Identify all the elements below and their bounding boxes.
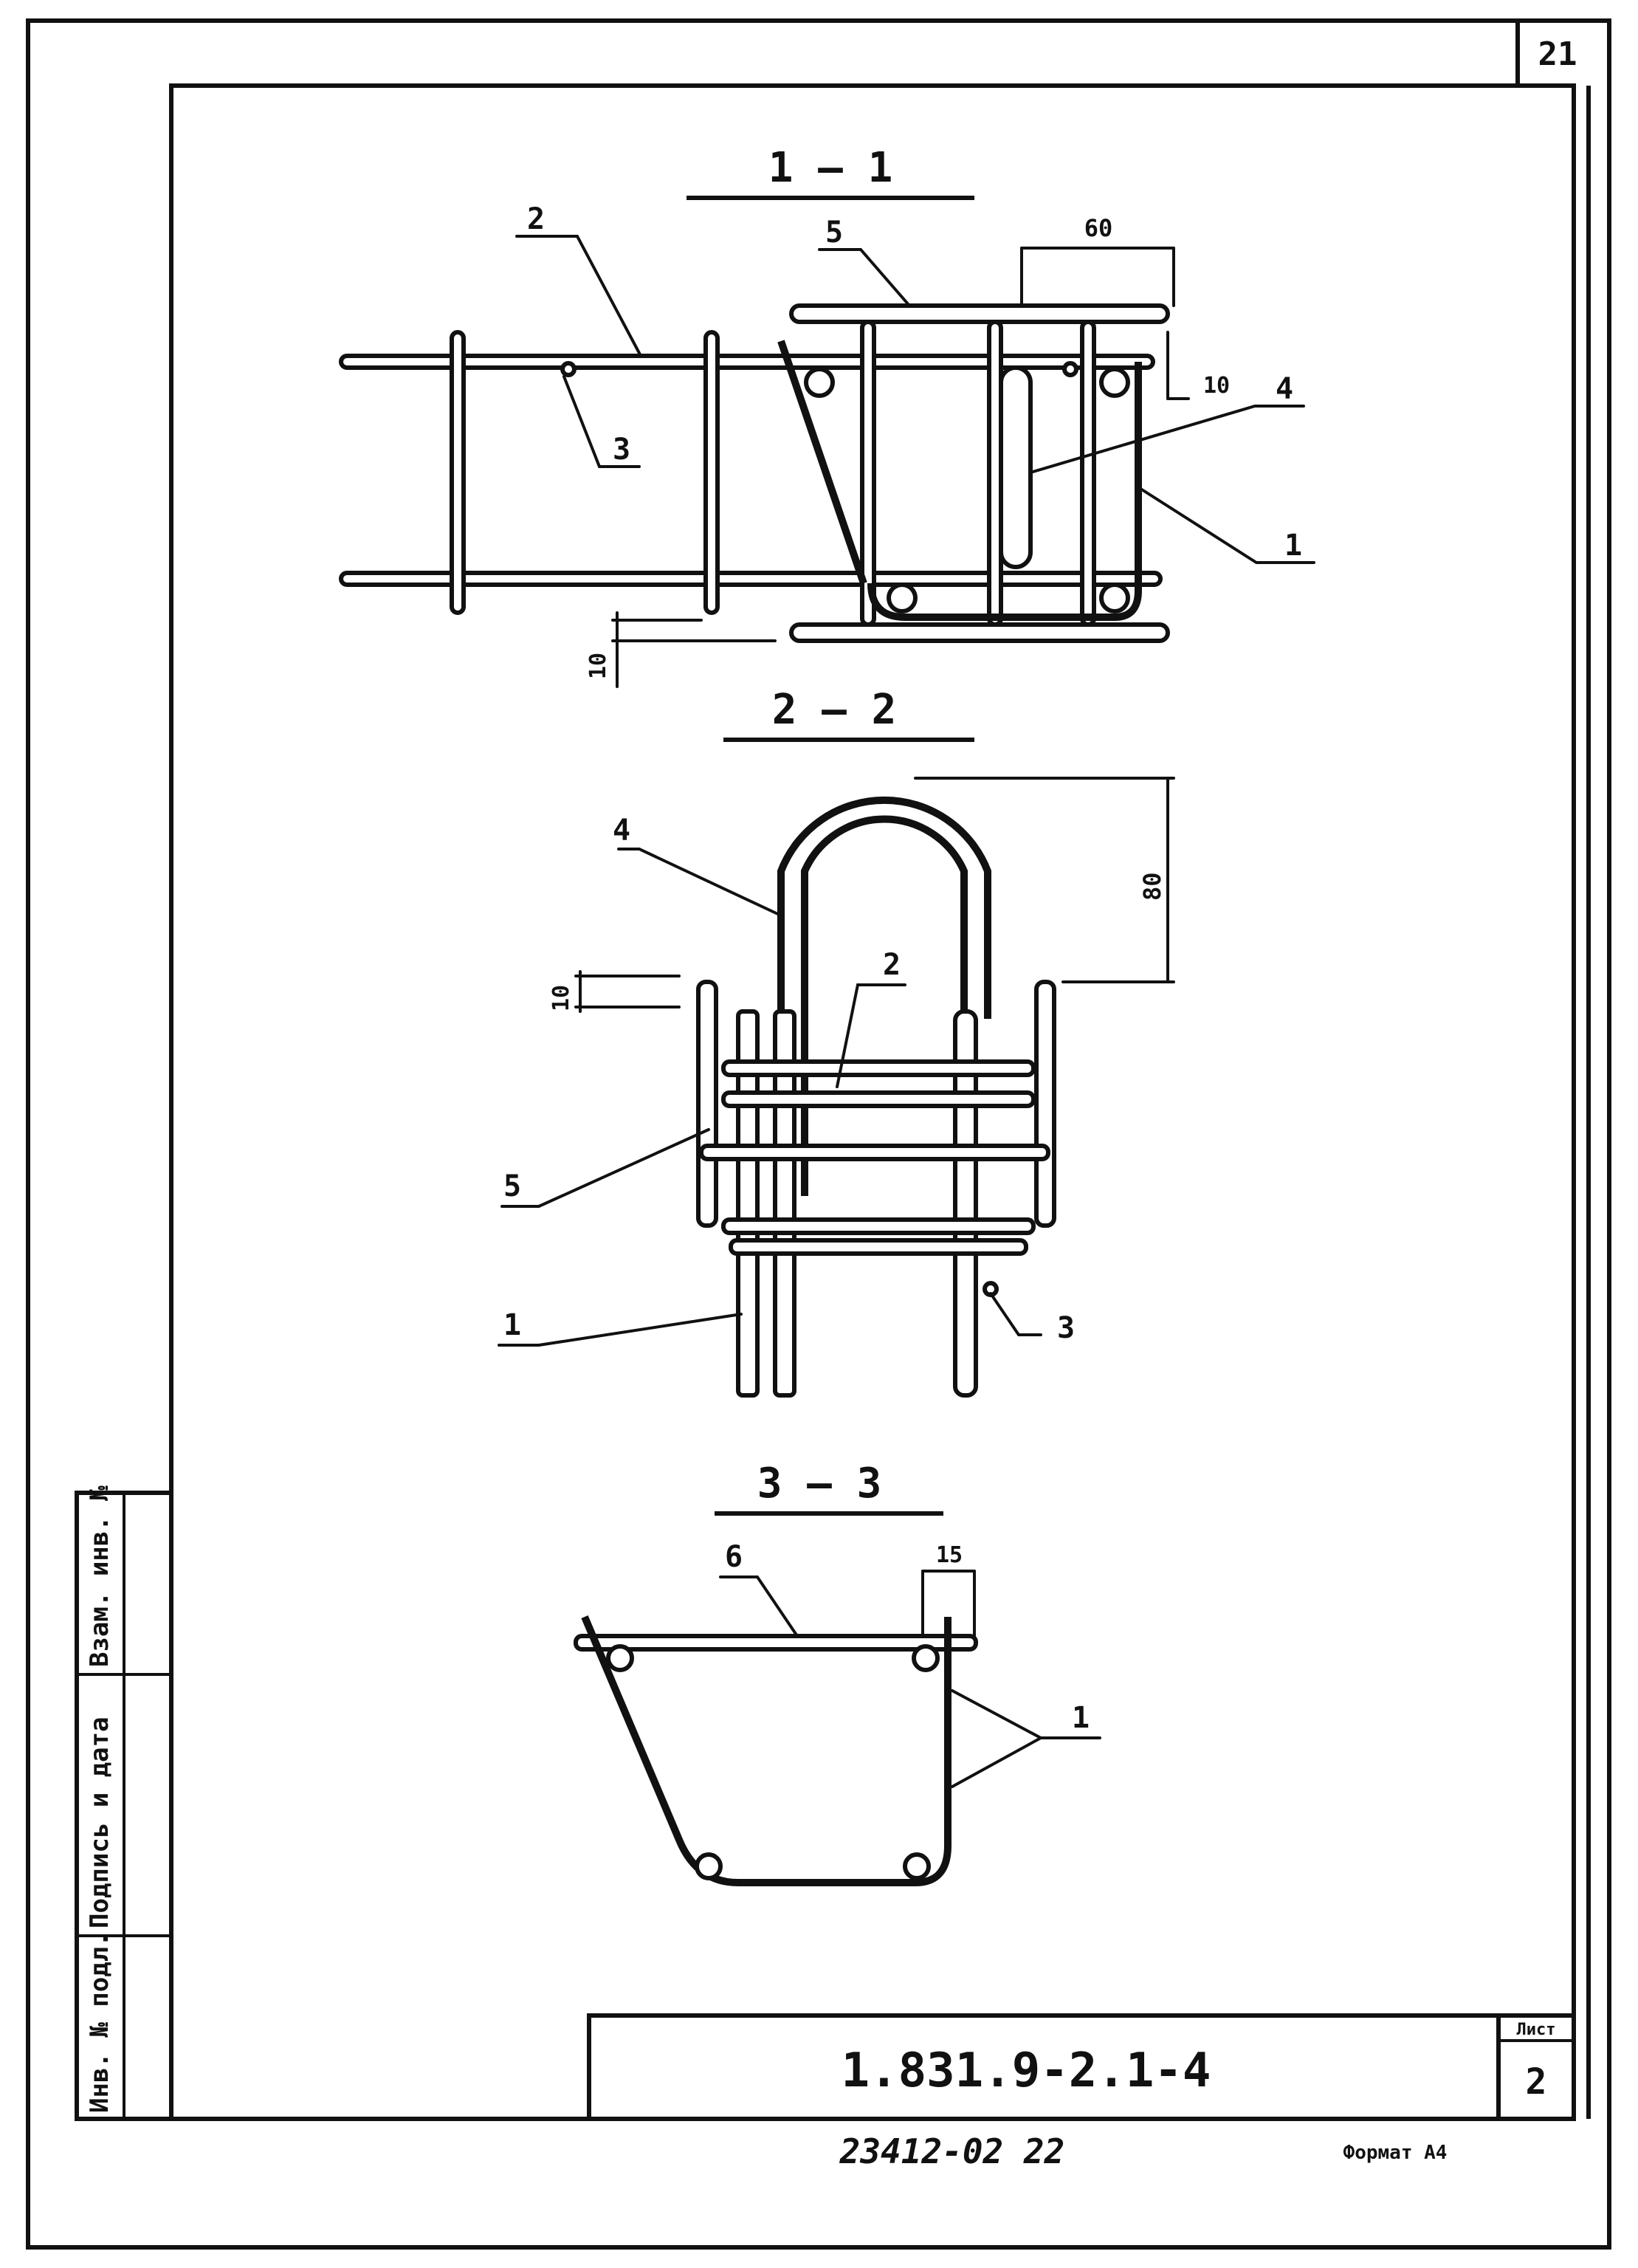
section-2-title: 2 — 2 xyxy=(772,686,897,734)
loop-4 xyxy=(777,796,991,1196)
section-1-title: 1 — 1 xyxy=(768,144,893,192)
loop-4-plan xyxy=(999,365,1033,569)
rod-bottom xyxy=(339,571,1163,587)
side-stamp: Инв. № подл. Подпись и дата Взам. инв. № xyxy=(75,1485,173,2121)
dim-80: 80 xyxy=(1138,872,1166,901)
dim-10-left: 10 xyxy=(585,653,611,679)
section-3-3: 3 — 3 15 6 1 xyxy=(574,1460,1101,1886)
stamp-col-3: Взам. инв. № xyxy=(85,1485,114,1667)
sheet-number: 2 xyxy=(1526,2061,1547,2103)
pos-1-s3: 1 xyxy=(1072,1701,1090,1735)
pos-4-s1: 4 xyxy=(1276,372,1293,406)
pos-5-s1: 5 xyxy=(825,216,843,250)
dim-60: 60 xyxy=(1084,214,1113,242)
rod-top xyxy=(339,354,1155,370)
stamp-col-1: Инв. № подл. xyxy=(85,1931,114,2113)
dim-15: 15 xyxy=(936,1542,963,1568)
bar-5-bottom xyxy=(789,622,1170,643)
section-1-1: 1 — 1 60 10 xyxy=(339,144,1315,688)
pos-1-s2: 1 xyxy=(503,1308,521,1342)
pos-3-s1: 3 xyxy=(613,433,630,467)
outer-frame xyxy=(26,18,1611,2250)
pos-1-s1: 1 xyxy=(1284,529,1302,563)
stamp-col-2: Подпись и дата xyxy=(85,1717,114,1928)
pos-2-s1: 2 xyxy=(527,202,545,236)
pos-2-s2: 2 xyxy=(883,948,901,982)
format-label: Формат А4 xyxy=(1343,2142,1448,2164)
bent-bar-1 xyxy=(581,1615,952,1886)
title-block: 1.831.9-2.1-4 Лист 2 xyxy=(587,2013,1576,2121)
pos-6-s3: 6 xyxy=(725,1540,743,1574)
archive-number: 23412-02 22 xyxy=(839,2131,1065,2171)
bar-6 xyxy=(574,1634,978,1652)
pos-5-s2: 5 xyxy=(503,1169,521,1203)
pos-3-s2: 3 xyxy=(1057,1311,1075,1345)
pos-4-s2: 4 xyxy=(613,814,630,848)
bar-5-top xyxy=(789,303,1170,324)
dim-10-s2: 10 xyxy=(548,985,574,1011)
section-3-title: 3 — 3 xyxy=(757,1460,882,1508)
designation: 1.831.9-2.1-4 xyxy=(842,2044,1211,2098)
dim-10-right: 10 xyxy=(1203,373,1230,399)
sheet-label: Лист xyxy=(1517,2021,1556,2039)
section-2-2: 2 — 2 80 10 4 2 5 1 xyxy=(498,686,1175,1398)
sheet-corner-number: 21 xyxy=(1538,35,1577,73)
